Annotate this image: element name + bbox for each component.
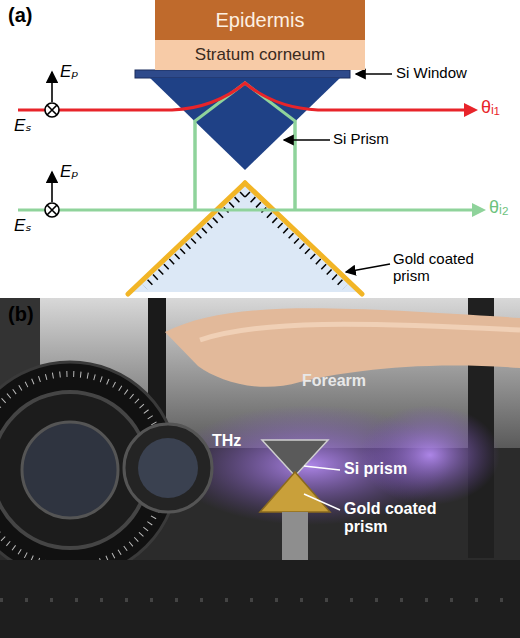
layer-name: Stratum corneum <box>195 45 325 65</box>
gold-coating <box>128 183 245 294</box>
s-pol-symbol <box>45 103 59 117</box>
green-arrowhead <box>472 203 486 217</box>
part-label: Si Window <box>396 64 467 81</box>
optical-table <box>0 560 520 638</box>
photo-label: THz <box>212 432 241 450</box>
leader-arrow <box>356 73 392 74</box>
red-beam <box>18 83 470 110</box>
red-arrowhead <box>464 103 478 117</box>
panel-b-photo <box>0 298 520 638</box>
s-pol-cross <box>47 105 57 115</box>
p-pol-arrow <box>51 172 53 202</box>
gold-prism-body <box>130 183 360 292</box>
prism-mount <box>282 512 308 567</box>
skin-layer-band: Stratum corneum <box>155 40 365 70</box>
skin-layer-band: Epidermis <box>155 0 365 40</box>
part-label: Si Prism <box>333 130 389 147</box>
gold-prism-hatch <box>145 194 243 287</box>
s-pol-cross <box>47 205 57 215</box>
lens-mount <box>124 424 212 512</box>
lens <box>22 422 118 518</box>
field-label: Eₛ <box>14 216 32 236</box>
field-label: Eₚ <box>60 162 79 182</box>
leader-line <box>304 466 340 470</box>
si-prism <box>150 78 340 170</box>
part-label: Gold coated prism <box>393 250 503 285</box>
field-label: Eₚ <box>60 62 79 82</box>
green-beam <box>18 209 476 212</box>
leader-arrow <box>284 139 330 140</box>
layer-name: Epidermis <box>216 9 305 32</box>
photo-label: Gold coated prism <box>344 500 454 537</box>
angle-label: θᵢ₂ <box>489 197 509 218</box>
gold-prism-photo <box>260 472 330 512</box>
gold-prism-hatch <box>247 194 345 287</box>
s-pol-symbol <box>45 203 59 217</box>
panel-letter: (a) <box>8 4 32 27</box>
photo-background <box>0 298 520 638</box>
leader-arrow <box>346 264 390 272</box>
p-pol-arrow <box>51 72 53 102</box>
panel-letter: (b) <box>8 303 34 326</box>
si-window <box>135 70 350 78</box>
si-prism-photo <box>262 440 328 476</box>
gold-coating <box>245 183 362 294</box>
forearm-highlight <box>200 324 520 340</box>
photo-label: Forearm <box>302 372 366 390</box>
lens <box>138 438 198 498</box>
photo-label: Si prism <box>344 460 407 478</box>
leader-line <box>304 494 340 510</box>
field-label: Eₛ <box>14 116 32 136</box>
table-holes <box>0 598 520 602</box>
angle-label: θᵢ₁ <box>481 97 500 118</box>
thz-glow <box>360 405 500 505</box>
